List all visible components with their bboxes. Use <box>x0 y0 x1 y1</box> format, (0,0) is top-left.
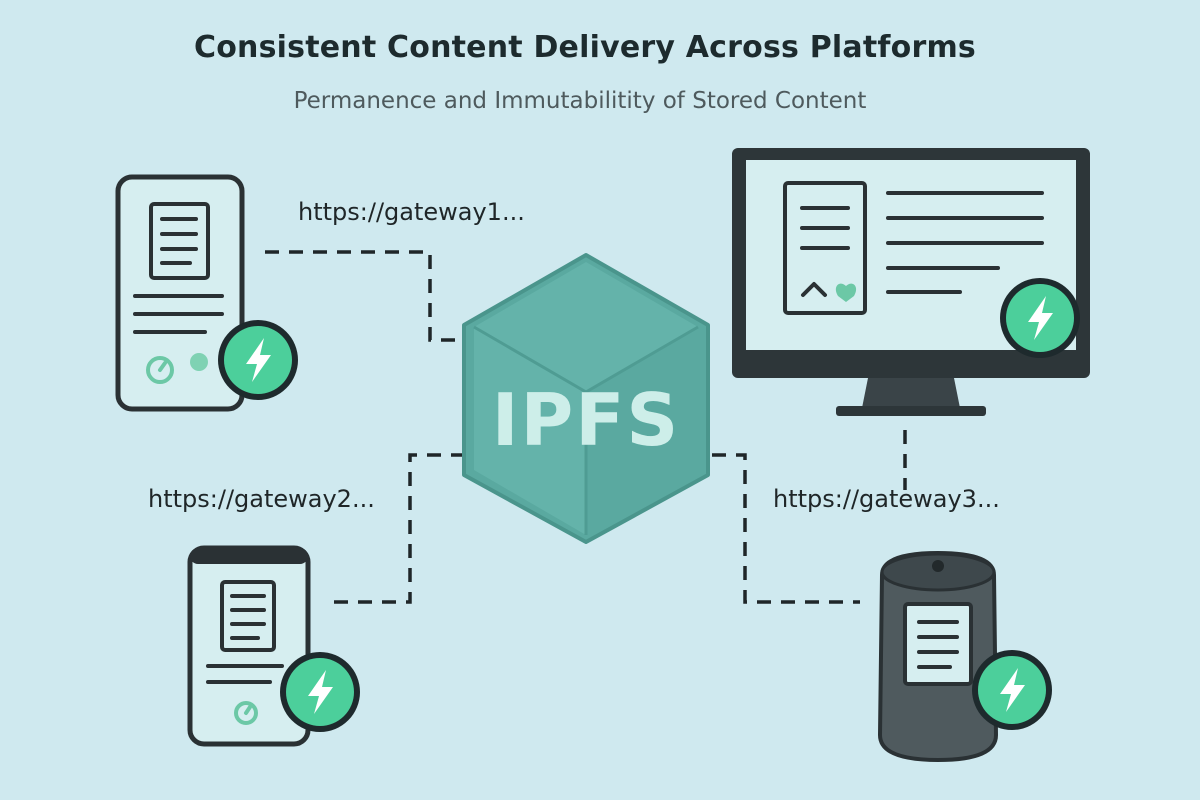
page-subtitle: Permanence and Immutabilitity of Stored … <box>293 88 867 114</box>
smart-speaker-device <box>877 550 1052 763</box>
ipfs-hub: IPFS <box>462 253 710 544</box>
connector-gateway1 <box>265 250 465 342</box>
hub-label: IPFS <box>492 378 681 462</box>
connector-lines <box>265 250 907 604</box>
gateway1-url: https://gateway1... <box>298 198 525 226</box>
lightning-bolt-icon <box>1000 278 1080 358</box>
page-title: Consistent Content Delivery Across Platf… <box>194 30 976 65</box>
connector-gateway3 <box>712 453 860 604</box>
lightning-bolt-icon <box>280 652 360 732</box>
desktop-monitor-device <box>732 148 1090 416</box>
gateway2-url: https://gateway2... <box>148 485 375 513</box>
connector-gateway2 <box>330 453 465 604</box>
gateway3-url: https://gateway3... <box>773 485 1000 513</box>
tablet-device <box>115 174 298 412</box>
lightning-bolt-icon <box>218 320 298 400</box>
lightning-bolt-icon <box>972 650 1052 730</box>
smartphone-device <box>187 545 360 747</box>
